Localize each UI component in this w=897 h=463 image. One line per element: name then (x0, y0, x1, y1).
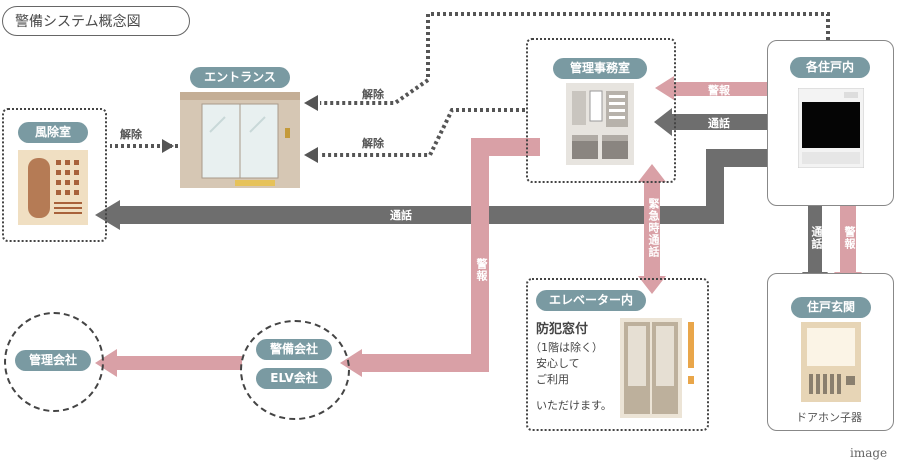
elevator-box (526, 278, 709, 431)
entrance-label: エントランス (190, 67, 290, 88)
elevator-note-line3: ご利用 (536, 373, 569, 386)
control-panel-illustration (566, 83, 634, 165)
management-company-label: 管理会社 (15, 350, 91, 371)
alarm-arrow-door (834, 183, 862, 289)
windshield-room-label: 風除室 (18, 122, 88, 143)
alarm-label-vertical: 警報 (475, 258, 488, 282)
management-company-circle (4, 312, 104, 412)
emergency-talk-label: 緊急時通話 (647, 198, 660, 258)
diagram-title: 警備システム概念図 (2, 6, 190, 36)
unlock-line-top (320, 12, 830, 105)
door-phone-illustration (801, 322, 861, 402)
security-circle (240, 320, 350, 420)
talk-arrow-door (802, 183, 828, 289)
elevator-door-illustration (620, 318, 694, 418)
unlock-label-left: 解除 (120, 128, 142, 141)
elevator-note-line2: 安心して (536, 357, 580, 370)
alarm-line-vertical (360, 138, 540, 372)
unlock-arrow-top (304, 95, 318, 111)
windshield-room-box (2, 108, 107, 242)
management-office-box (526, 38, 676, 183)
monitor-intercom-illustration (798, 88, 864, 168)
alarm-label-door: 警報 (843, 226, 856, 250)
unlock-label-mid: 解除 (362, 137, 384, 150)
elv-company-label: ELV会社 (256, 368, 332, 389)
security-company-label: 警備会社 (256, 339, 332, 360)
image-watermark: image (850, 446, 888, 460)
alarm-arrow-office (655, 76, 790, 100)
unlock-line-mid (320, 108, 525, 157)
door-phone-caption: ドアホン子器 (796, 411, 862, 424)
talk-arrow-office (654, 108, 792, 136)
talk-line-main (120, 149, 790, 224)
talk-label-main: 通話 (390, 209, 412, 222)
alarm-label-office: 警報 (708, 84, 730, 97)
unit-entrance-label: 住戸玄関 (791, 297, 871, 318)
elevator-note-line1: （1階は除く） (530, 341, 603, 354)
management-office-label: 管理事務室 (553, 58, 647, 79)
elevator-label: エレベーター内 (536, 290, 646, 311)
talk-label-office: 通話 (708, 117, 730, 130)
alarm-arrow-management (95, 349, 242, 377)
talk-arrow-main (95, 200, 120, 230)
elevator-note-line4: いただけます。 (536, 399, 612, 412)
unlock-arrow-mid (304, 147, 318, 163)
intercom-panel-icon (18, 150, 88, 225)
unlock-label-top: 解除 (362, 88, 384, 101)
emergency-talk-arrow (638, 164, 666, 294)
elevator-note-heading: 防犯窓付 (536, 322, 589, 337)
alarm-arrow-security (340, 349, 362, 377)
each-unit-label: 各住戸内 (790, 57, 870, 78)
entrance-door-illustration (180, 92, 300, 188)
talk-label-door: 通話 (810, 226, 823, 250)
unlock-arrow-left (162, 139, 174, 153)
